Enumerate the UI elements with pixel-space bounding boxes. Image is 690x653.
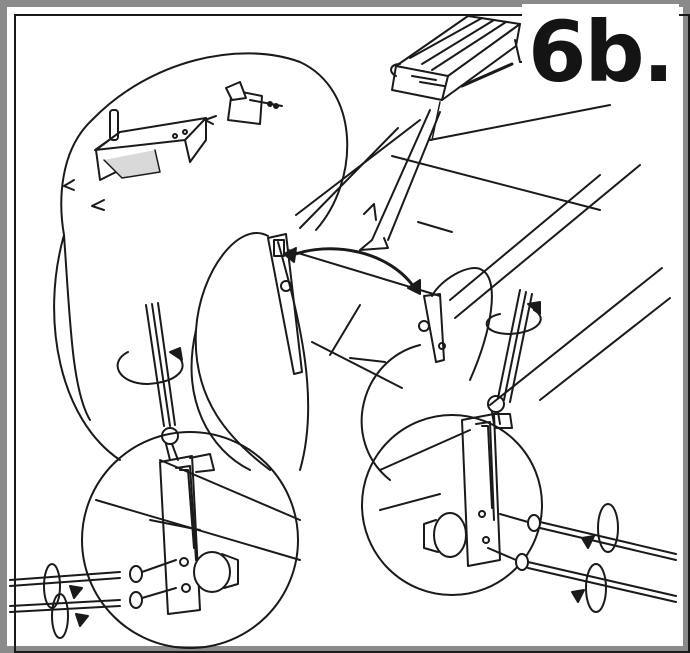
right-zoom-circle [361,395,543,596]
transfer-arrow [283,247,421,295]
right-bracket [360,267,493,481]
leader-lines [53,234,251,471]
right-screwdrivers-lower [527,503,677,613]
left-screwdrivers-lower [9,563,121,639]
left-zoom-circle [81,427,301,649]
handle-module [359,15,531,251]
left-screwdriver-upper [145,302,176,427]
cabinet-outline [287,104,671,406]
right-screwdriver-upper [485,289,542,403]
figure-inner-border [14,14,690,653]
rotate-arrow-icon [116,347,184,385]
step-number-label: 6b. [522,4,679,100]
connector-detail-bubble [60,52,349,421]
